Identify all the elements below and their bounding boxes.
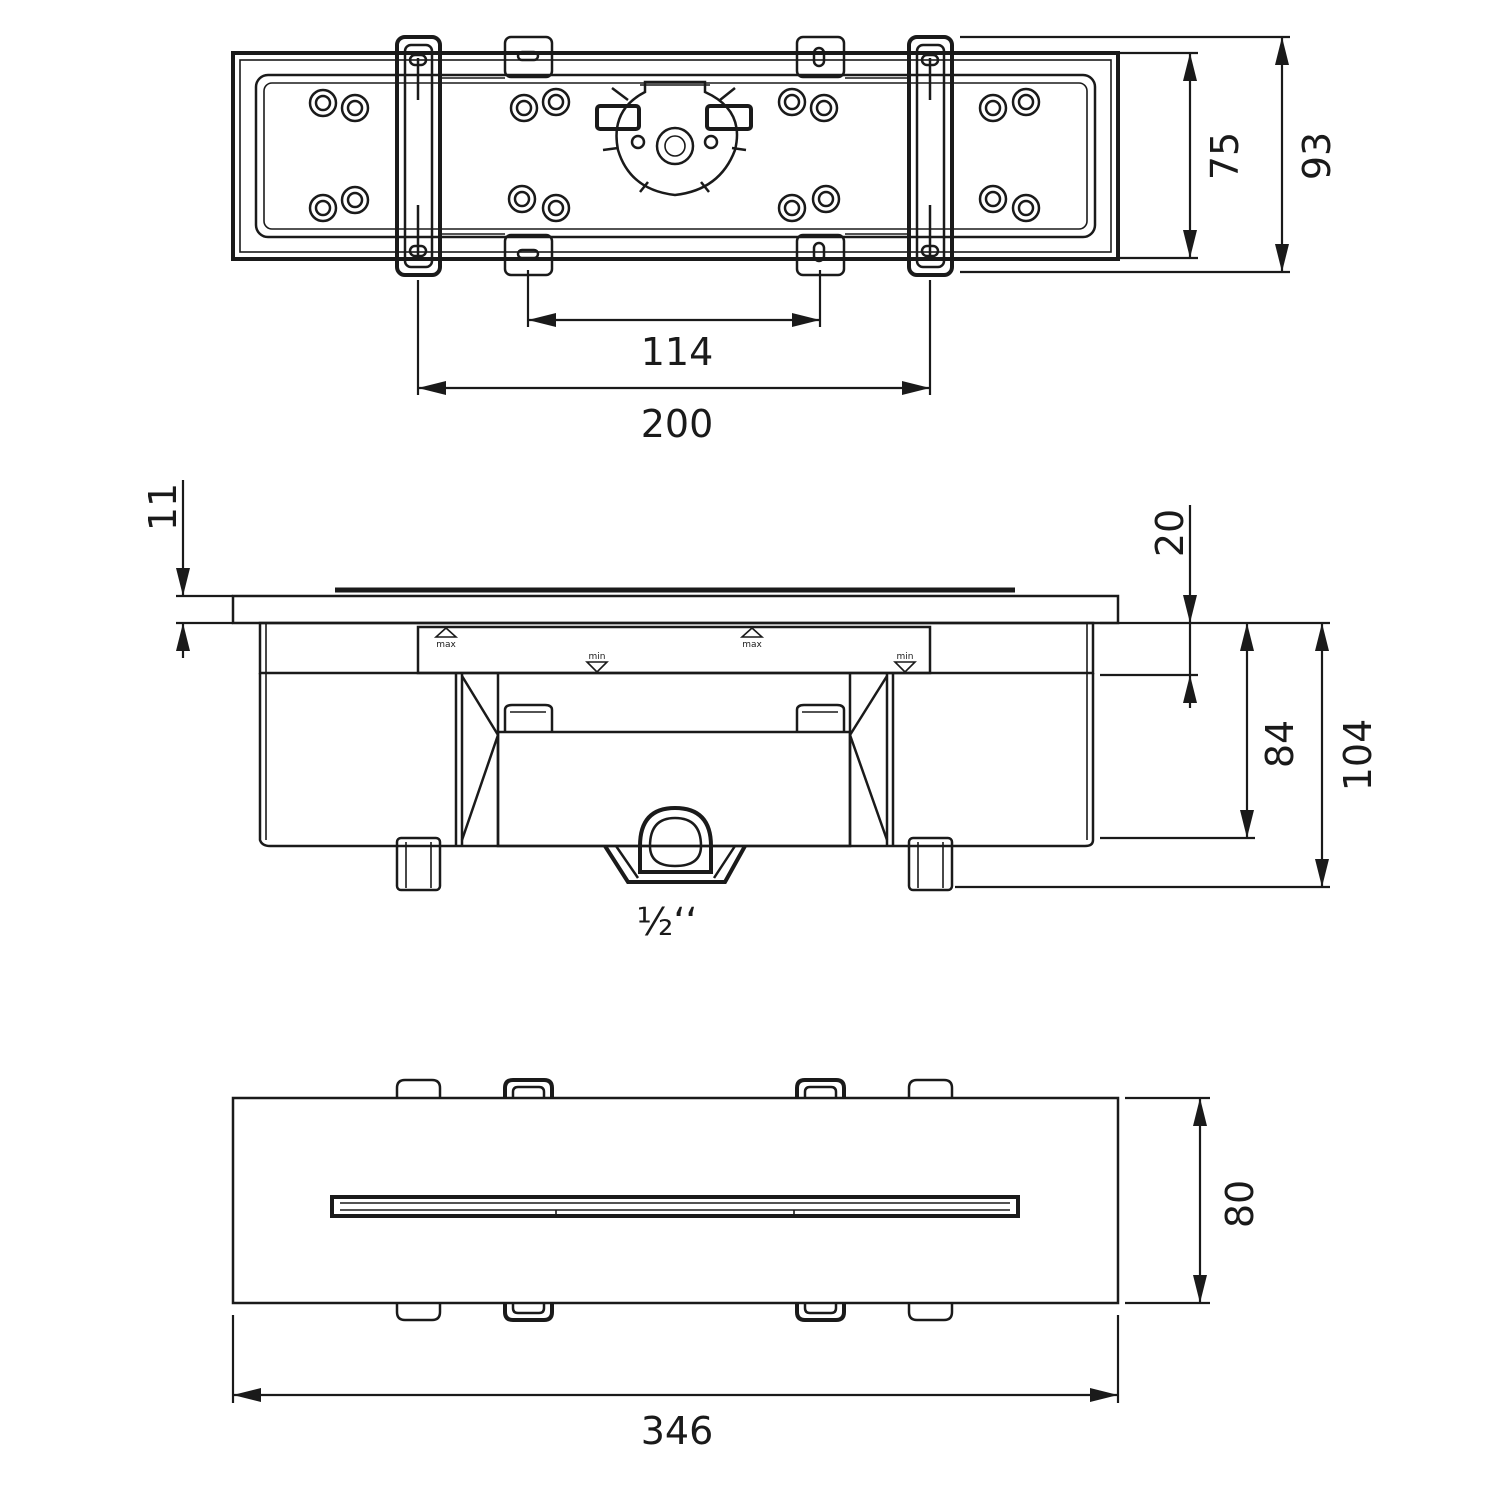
top-view: 114 200 75 93 [231,35,1339,446]
dim-84-label: 84 [1258,720,1302,768]
top-view-inner-panel [254,73,1097,239]
dim-80: 80 [1125,1096,1262,1305]
bottom-tab-right [795,233,846,277]
svg-text:min: min [897,652,914,662]
svg-text:max: max [436,640,456,650]
min-marker-right: min [893,652,917,674]
front-view: 80 346 [231,1078,1262,1453]
front-top-tabs [395,1078,954,1097]
max-marker-right: max [739,626,765,650]
drain-body [595,80,753,197]
dim-104-label: 104 [1336,719,1380,792]
dim-104: 104 [955,623,1380,889]
top-view-outer-frame [231,51,1120,261]
dim-75: 75 [1120,51,1247,260]
dim-93-label: 93 [1295,132,1339,180]
dim-11-label: 11 [141,483,185,531]
dim-20: 20 [1100,505,1330,708]
front-bottom-tabs [395,1303,954,1322]
outlet-pipe [603,805,747,884]
dim-75-label: 75 [1203,132,1247,180]
top-tab-right [795,35,846,79]
dim-346-label: 346 [641,1409,714,1453]
mounting-rail-right [907,35,954,277]
foot-right [907,836,954,892]
dim-80-label: 80 [1218,1180,1262,1228]
bottom-tab-left [503,233,554,277]
mounting-rail-left [395,35,442,277]
min-marker-left: min [585,652,609,674]
max-marker-left: max [433,626,459,650]
dim-200-label: 200 [641,402,714,446]
front-plate [231,1096,1120,1305]
dim-114: 114 [526,270,822,374]
dim-84: 84 [1100,623,1302,840]
dim-11: 11 [141,480,233,658]
channel-body [258,673,1095,848]
top-tab-left [503,35,554,79]
drain-slot [330,1195,1020,1218]
svg-text:max: max [742,640,762,650]
level-markers: max max min min [433,626,917,674]
dim-200: 200 [416,280,932,446]
leveling-screws [308,87,1041,223]
foot-left [395,836,442,892]
svg-text:min: min [589,652,606,662]
outlet-size-label: ½‘‘ [637,900,698,944]
dim-346: 346 [231,1315,1120,1453]
dim-114-label: 114 [641,330,714,374]
side-view: max max min min [141,480,1380,944]
dim-20-label: 20 [1148,509,1192,557]
dim-93: 93 [960,35,1339,274]
flange [231,594,1120,625]
